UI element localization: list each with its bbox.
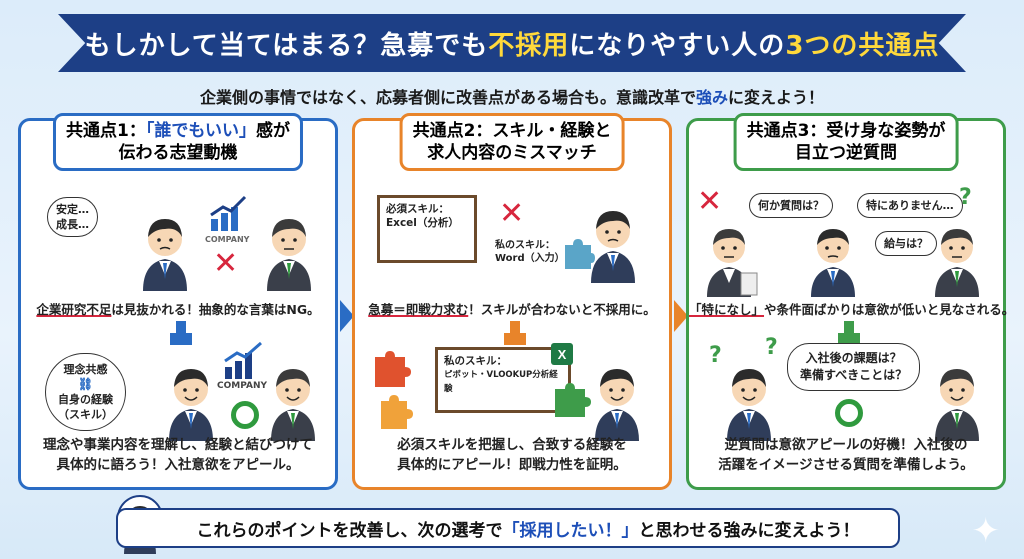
card-1-problem-underlined: 企業研究不足: [36, 302, 112, 317]
card-3-solution-line2: 活躍をイメージさせる質問を準備しよう。: [718, 457, 974, 473]
candidate-passive-icon: [811, 229, 855, 297]
candidate-puzzle-icon: [591, 211, 635, 283]
company-label-2: COMPANY: [217, 381, 267, 391]
card-2-solution-line1: 必須スキルを把握し、合致する経験を: [397, 437, 627, 453]
card-2-heading: 共通点2：スキル・経験と 求人内容のミスマッチ: [399, 113, 625, 171]
tag-philosophy: 理念共感: [63, 363, 108, 376]
card-1-solution-line2: 具体的に語ろう！入社意欲をアピール。: [56, 457, 300, 473]
card-3-problem-text: 「特になし」や条件面ばかりは意欲が低いと見なされる。: [689, 299, 1014, 318]
footer-message: これらのポイントを改善し、次の選考で「採用したい！」と思わせる強みに変えよう！: [116, 508, 900, 548]
nothing-bubble: 特にありません…: [857, 193, 963, 218]
candidate-asking-icon: [727, 369, 771, 441]
card-1-heading-quote: 「誰でもいい」: [145, 121, 257, 141]
subtitle: 企業側の事情ではなく、応募者側に改善点がある場合も。意識改革で強みに変えよう！: [0, 84, 1024, 108]
card-1-solution-text: 理念や事業内容を理解し、経験と結びつけて 具体的に語ろう！入社意欲をアピール。: [21, 435, 335, 475]
card-3-solution-line1: 逆質問は意欲アピールの好機！入社後の: [724, 437, 968, 453]
subtitle-pre: 企業側の事情ではなく、応募者側に改善点がある場合も。意識改革で: [199, 88, 696, 107]
svg-text:X: X: [558, 347, 567, 362]
card-3-problem-underlined: 「特になし」: [689, 302, 765, 317]
puzzle-piece-orange-icon: [381, 395, 413, 429]
my-skill-board-subtitle: ピボット・VLOOKUP分析経験: [444, 370, 558, 394]
candidate-confident-icon: [169, 369, 213, 441]
company-growth-icon: [224, 341, 262, 379]
puzzle-piece-icon: [565, 239, 595, 269]
interviewer-reading-icon: [707, 229, 758, 297]
card-2-problem-rest: ！スキルが合わないと不採用に。: [468, 302, 656, 317]
card-1-problem-text: 企業研究不足は見抜かれる！抽象的な言葉はNG。: [21, 299, 335, 318]
footer-text-pre: これらのポイントを改善し、次の選考で: [196, 520, 503, 541]
card-1-problem-rest: は見抜かれる！抽象的な言葉はNG。: [111, 302, 320, 317]
right-arrow-icon: [340, 300, 354, 332]
down-arrow-icon: [504, 321, 526, 345]
card-point-3: 共通点3：受け身な姿勢が 目立つ逆質問 ✕ 何か質問は？ 特にありません… 給与…: [686, 113, 1014, 490]
link-icon: ⛓: [77, 377, 94, 391]
question-mark-icon: ?: [709, 343, 722, 368]
my-skill-label: 私のスキル： Word（入力）: [495, 240, 565, 264]
interviewer-doubt-icon: [935, 229, 979, 297]
card-3-solution-text: 逆質問は意欲アピールの好機！入社後の 活躍をイメージさせる質問を準備しよう。: [689, 435, 1003, 475]
card-2-solution-text: 必須スキルを把握し、合致する経験を 具体的にアピール！即戦力性を証明。: [355, 435, 669, 475]
down-arrow-icon: [170, 321, 192, 345]
salary-bubble: 給与は？: [875, 231, 937, 256]
question-mark-icon: ?: [959, 185, 972, 210]
puzzle-piece-green-icon: [555, 383, 591, 417]
good-question-bubble: 入社後の課題は？ 準備すべきことは？: [787, 343, 921, 391]
my-skill-board-title: 私のスキル：: [444, 355, 507, 367]
candidate-confused-icon: [143, 219, 187, 291]
subtitle-post: に変えよう！: [728, 88, 825, 107]
card-3-heading-line1: 共通点3：受け身な姿勢が: [746, 121, 946, 141]
circle-ok-icon: [231, 401, 259, 429]
my-skill-board: 私のスキル： ピボット・VLOOKUP分析経験: [435, 347, 571, 413]
interviewer-pleased-icon: [935, 369, 979, 441]
cross-mark-icon: ✕: [697, 184, 723, 219]
down-arrow-icon: [838, 321, 860, 345]
title-text-pre: もしかして当てはまる？急募でも: [84, 30, 489, 61]
title-text-mid: になりやすい人の: [569, 30, 786, 61]
sparkle-icon: ✦: [971, 511, 1001, 551]
card-1-solution-line1: 理念や事業内容を理解し、経験と結びつけて: [43, 437, 313, 453]
tag-experience: 自身の経験 （スキル）: [58, 393, 113, 421]
card-2-heading-line1: 共通点2：スキル・経験と: [412, 121, 612, 141]
card-2-solution-line2: 具体的にアピール！即戦力性を証明。: [397, 457, 627, 473]
required-skill-board: 必須スキル： Excel（分析）: [377, 195, 477, 263]
interviewer-smiling-icon: [271, 369, 315, 441]
card-3-heading: 共通点3：受け身な姿勢が 目立つ逆質問: [733, 113, 959, 171]
title-highlight-reject: 不採用: [488, 30, 570, 61]
company-chart-icon: [210, 195, 247, 231]
card-point-1: 共通点1：「誰でもいい」感が 伝わる志望動機 安定… 成長… COMPANY ✕…: [18, 113, 338, 490]
card-2-problem-underlined: 急募＝即戦力求む: [368, 302, 469, 317]
card-2-heading-line2: 求人内容のミスマッチ: [427, 143, 597, 163]
footer-highlight: 「採用したい！」: [502, 520, 639, 541]
question-bubble: 何か質問は？: [749, 193, 833, 218]
skill-link-bubble: 理念共感 ⛓ 自身の経験 （スキル）: [45, 353, 126, 431]
card-3-heading-line2: 目立つ逆質問: [794, 143, 897, 163]
question-mark-icon: ?: [765, 335, 778, 360]
footer-text-post: と思わせる強みに変えよう！: [638, 520, 860, 541]
interviewer-icon: [267, 219, 311, 291]
thinking-bubble: 安定… 成長…: [47, 197, 98, 237]
excel-icon: X: [551, 343, 573, 365]
cross-mark-icon: ✕: [213, 246, 239, 281]
title-banner: もしかして当てはまる？急募でも不採用になりやすい人の3つの共通点: [58, 14, 966, 72]
circle-ok-icon: [835, 399, 863, 427]
cross-mark-icon: ✕: [499, 196, 525, 231]
card-point-2: 共通点2：スキル・経験と 求人内容のミスマッチ 必須スキル： Excel（分析）…: [352, 113, 672, 490]
card-1-heading-suffix: 感が: [256, 121, 291, 141]
puzzle-piece-red-icon: [375, 351, 411, 387]
candidate-fit-icon: [595, 369, 639, 441]
right-arrow-icon: [674, 300, 688, 332]
card-3-problem-rest: や条件面ばかりは意欲が低いと見なされる。: [764, 302, 1015, 317]
title-highlight-three-points: 3つの共通点: [785, 30, 940, 61]
subtitle-highlight: 強み: [695, 88, 728, 107]
card-1-heading-line2: 伝わる志望動機: [118, 143, 238, 163]
company-label: COMPANY: [205, 235, 250, 244]
card-1-heading-prefix: 共通点1：: [65, 121, 146, 141]
card-1-heading: 共通点1：「誰でもいい」感が 伝わる志望動機: [52, 113, 304, 171]
page-title: もしかして当てはまる？急募でも不採用になりやすい人の3つの共通点: [85, 25, 940, 62]
card-2-problem-text: 急募＝即戦力求む！スキルが合わないと不採用に。: [355, 299, 669, 318]
